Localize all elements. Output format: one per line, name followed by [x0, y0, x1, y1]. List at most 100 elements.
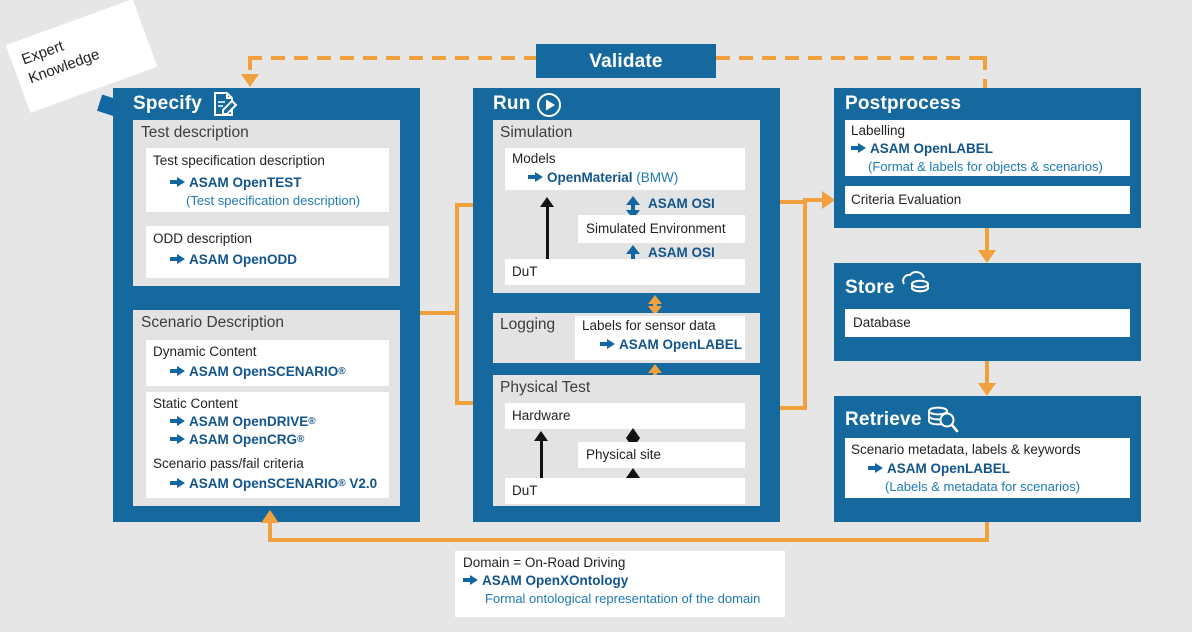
simulated-environment-card[interactable] [578, 215, 745, 243]
test-description-heading: Test description [141, 124, 249, 141]
osi-top-arrow-up [626, 196, 640, 205]
odd-description-card[interactable] [146, 226, 389, 278]
static-content-label: Static Content [153, 396, 238, 411]
models-link[interactable]: OpenMaterial (BMW) [528, 170, 678, 185]
hw-dut-shaft [539, 438, 543, 480]
static-content-link-opendrive[interactable]: ASAM OpenDRIVE® [170, 414, 316, 429]
models-card[interactable] [505, 148, 745, 190]
labelling-heading: Labelling [851, 123, 906, 138]
physical-site-label: Physical site [586, 447, 662, 462]
retrieve-metadata-card[interactable] [845, 438, 1130, 498]
models-label: Models [512, 151, 556, 166]
arrow-bullet-icon [170, 415, 185, 426]
pass-fail-criteria-card[interactable] [146, 452, 389, 498]
domain-card[interactable] [455, 551, 785, 617]
postprocess-to-store-line [985, 228, 989, 254]
domain-link[interactable]: ASAM OpenXOntology [463, 573, 628, 588]
logging-label: Labels for sensor data [582, 318, 716, 333]
play-icon [537, 93, 561, 117]
odd-description-link[interactable]: ASAM OpenODD [170, 252, 297, 267]
hw-dut-arrow-up [534, 431, 548, 441]
domain-label: Domain = On-Road Driving [463, 555, 626, 570]
arrow-bullet-icon [600, 338, 615, 349]
labelling-note: (Format & labels for objects & scenarios… [868, 159, 1103, 174]
domain-note: Formal ontological representation of the… [485, 591, 761, 606]
simulation-heading: Simulation [500, 124, 573, 141]
retrieve-feedback-arrow [261, 510, 279, 523]
run-title: Run [493, 93, 531, 114]
arrow-bullet-icon [170, 433, 185, 444]
retrieve-metadata-label: Scenario metadata, labels & keywords [851, 442, 1081, 457]
labelling-card[interactable] [845, 120, 1130, 176]
models-owner: (BMW) [636, 170, 679, 185]
hardware-card[interactable] [505, 403, 745, 429]
physical-dut-card[interactable] [505, 478, 745, 504]
validate-label: Validate [589, 51, 663, 72]
store-to-retrieve-arrow [978, 383, 996, 396]
validate-arrow-head [241, 74, 259, 87]
test-specification-link[interactable]: ASAM OpenTEST [170, 175, 302, 190]
hw-site-shaft [631, 435, 635, 440]
retrieve-note: (Labels & metadata for scenarios) [885, 479, 1081, 494]
test-specification-note: (Test specification description) [186, 193, 361, 208]
osi-top-arrow-down [626, 210, 640, 219]
logging-link[interactable]: ASAM OpenLABEL [600, 337, 742, 352]
run-out-bottom-line [780, 406, 807, 410]
store-to-retrieve-line [985, 361, 989, 387]
database-card[interactable] [845, 309, 1130, 337]
simulation-dut-card[interactable] [505, 259, 745, 285]
dynamic-content-link[interactable]: ASAM OpenSCENARIO® [170, 364, 346, 379]
static-content-link-opencrg[interactable]: ASAM OpenCRG® [170, 432, 304, 447]
scenario-description-heading: Scenario Description [141, 314, 285, 331]
specify-to-run-vertical [455, 203, 459, 405]
validate-dash-left [248, 56, 537, 60]
document-pencil-icon [214, 92, 238, 116]
physical-site-card[interactable] [578, 442, 745, 468]
simulation-dut-label: DuT [512, 264, 538, 279]
postprocess-title: Postprocess [845, 93, 962, 114]
cloud-database-icon [902, 271, 929, 293]
database-search-icon [928, 406, 959, 433]
dynamic-content-label: Dynamic Content [153, 344, 257, 359]
test-specification-label: Test specification description [153, 153, 325, 168]
models-dut-shaft [545, 204, 549, 266]
simulated-environment-label: Simulated Environment [586, 221, 726, 236]
logging-physical-arrow-up [648, 364, 662, 373]
hw-site-arrow-up [626, 428, 640, 438]
test-specification-card[interactable] [146, 148, 389, 212]
specify-to-physical-line [455, 401, 478, 405]
validate-dash-right [716, 56, 987, 60]
postprocess-to-store-arrow [978, 250, 996, 263]
run-to-postprocess-arrow [822, 191, 835, 209]
logging-card[interactable] [575, 316, 745, 360]
sim-logging-shaft [653, 302, 657, 308]
arrow-bullet-icon [170, 253, 185, 264]
osi-bottom-shaft [631, 252, 635, 261]
osi-bottom-label: ASAM OSI [648, 245, 715, 260]
sim-logging-arrow-up [648, 295, 662, 304]
sim-logging-arrow-down [648, 306, 662, 315]
validate-box[interactable]: Validate [536, 44, 716, 78]
odd-description-label: ODD description [153, 231, 253, 246]
retrieve-feedback-vertical [985, 522, 989, 542]
specify-to-simulation-line [455, 203, 478, 207]
dynamic-content-card[interactable] [146, 340, 389, 386]
arrow-bullet-icon [170, 365, 185, 376]
models-dut-arrow-up [540, 197, 554, 207]
retrieve-link[interactable]: ASAM OpenLABEL [868, 461, 1010, 476]
arrow-bullet-icon [170, 477, 185, 488]
run-to-postprocess-line [803, 198, 824, 202]
labelling-link[interactable]: ASAM OpenLABEL [851, 141, 993, 156]
logging-physical-shaft [653, 371, 657, 377]
site-dut-shaft [631, 475, 635, 480]
arrow-bullet-icon [170, 176, 185, 187]
pass-fail-criteria-link[interactable]: ASAM OpenSCENARIO® V2.0 [170, 476, 377, 491]
logging-heading: Logging [500, 316, 556, 333]
criteria-evaluation-card[interactable] [845, 186, 1130, 214]
osi-bottom-arrow-up [626, 245, 640, 254]
osi-top-label: ASAM OSI [648, 196, 715, 211]
retrieve-title: Retrieve [845, 409, 922, 430]
static-content-card[interactable] [146, 392, 389, 454]
arrow-bullet-icon [851, 142, 866, 153]
specify-title: Specify [133, 93, 202, 114]
